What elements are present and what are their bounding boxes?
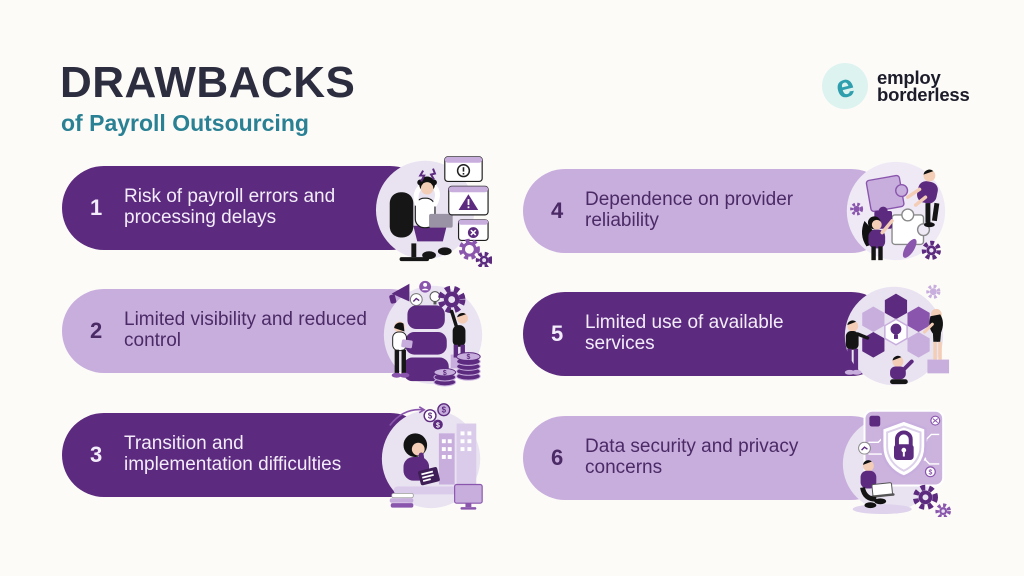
gear-icon <box>475 251 492 267</box>
person-figure <box>413 168 452 260</box>
item-number: 4 <box>551 198 564 223</box>
gear-icon <box>458 238 480 260</box>
laptop-icon <box>429 213 453 228</box>
item-label: Risk of payroll errors and processing de… <box>124 186 336 228</box>
person-figure <box>861 216 894 261</box>
leaf-icon <box>902 238 917 258</box>
gear-icon <box>926 284 941 299</box>
shield-padlock-circuit-board-illustration: $ <box>835 399 953 517</box>
hexagon-cluster-icon <box>862 293 930 358</box>
gear-icon <box>935 503 951 517</box>
monitor-icon <box>454 483 483 510</box>
thinking-person-buildings-monitor-illustration: $ $ $ <box>374 396 492 514</box>
chart-bubble-icon <box>409 293 423 306</box>
alert-window-icon <box>444 156 483 183</box>
coin-stack-icon: $ <box>433 368 457 387</box>
person-figure <box>391 321 413 378</box>
brand-line1: employ <box>877 66 941 88</box>
item-number: 5 <box>551 321 564 346</box>
drawback-item-2: 2 Limited visibility and reduced control <box>62 280 483 387</box>
gear-icon <box>437 285 466 314</box>
item-number: 3 <box>90 442 103 467</box>
item-number: 6 <box>551 445 564 470</box>
svg-text:$: $ <box>928 470 932 477</box>
person-figure <box>906 169 940 228</box>
people-assembling-puzzle-pieces-illustration <box>835 152 953 270</box>
page-subtitle: of Payroll Outsourcing <box>61 110 309 136</box>
item-number: 2 <box>90 318 103 343</box>
drawback-item-5: 5 Limited use of available services <box>523 284 950 386</box>
chart-bubble-icon <box>858 441 871 455</box>
books-icon <box>389 492 414 508</box>
people-with-hexagons-lightbulb-illustration <box>835 275 953 393</box>
brand-line2: borderless <box>877 84 970 105</box>
item-label: Limited use of available services <box>585 312 784 354</box>
drawback-item-6: 6 Data security and privacy concerns <box>523 409 951 517</box>
employ-borderless-e-icon: e <box>822 63 868 109</box>
megaphone-icon <box>389 283 410 304</box>
lightbulb-icon <box>890 323 902 339</box>
svg-text:$: $ <box>443 370 447 377</box>
gear-icon <box>850 202 864 216</box>
brand-logo: e employ borderless <box>822 63 970 109</box>
stacked-pillar-icon <box>403 305 449 382</box>
puzzle-piece-icon <box>891 208 931 246</box>
dollar-coin-icon: $ <box>423 409 437 423</box>
lightbulb-icon <box>429 291 441 305</box>
drawback-item-1: 1 Risk of payroll errors and processing … <box>62 156 492 267</box>
drawback-item-3: 3 Transition and implementation difficul… <box>62 403 483 510</box>
person-figure <box>923 308 950 374</box>
warning-window-icon <box>448 185 489 216</box>
item-number: 1 <box>90 195 103 220</box>
item-label: Transition and implementation difficulti… <box>124 433 342 475</box>
item-label: Limited visibility and reduced control <box>124 309 367 351</box>
dollar-coin-icon: $ <box>437 403 451 417</box>
person-figure <box>449 309 471 369</box>
stressed-employee-error-popups-illustration <box>374 149 492 267</box>
dollar-coin-icon: $ <box>433 419 443 429</box>
item-label: Data security and privacy concerns <box>585 436 799 478</box>
person-figure <box>890 355 914 385</box>
person-figure <box>844 320 870 375</box>
svg-text:$: $ <box>436 422 440 429</box>
office-chair-icon <box>389 192 430 262</box>
error-window-icon <box>457 219 489 242</box>
page-title: DRAWBACKS <box>60 58 356 107</box>
svg-text:$: $ <box>466 354 470 361</box>
svg-text:$: $ <box>428 412 433 421</box>
circuit-card-icon: $ <box>863 409 945 487</box>
shield-lock-icon <box>880 419 927 479</box>
desk-icon <box>393 486 461 495</box>
svg-text:$: $ <box>442 406 447 415</box>
swoosh-arrow-icon <box>389 408 424 426</box>
item-label: Dependence on provider reliability <box>585 189 794 231</box>
gear-icon <box>912 484 939 510</box>
user-bubble-icon <box>419 280 432 293</box>
puzzle-piece-icon <box>874 206 893 229</box>
buildings-icon <box>438 423 477 485</box>
person-figure <box>852 460 912 515</box>
gear-icon <box>921 240 941 260</box>
brand-logo-text: employ borderless <box>877 66 970 105</box>
coin-stack-icon: $ <box>456 352 481 381</box>
drawback-item-4: 4 Dependence on provider reliability <box>523 161 946 261</box>
person-figure <box>403 433 440 486</box>
puzzle-piece-icon <box>865 174 909 213</box>
people-with-pillar-and-coin-stacks-illustration: $ $ <box>374 272 492 390</box>
